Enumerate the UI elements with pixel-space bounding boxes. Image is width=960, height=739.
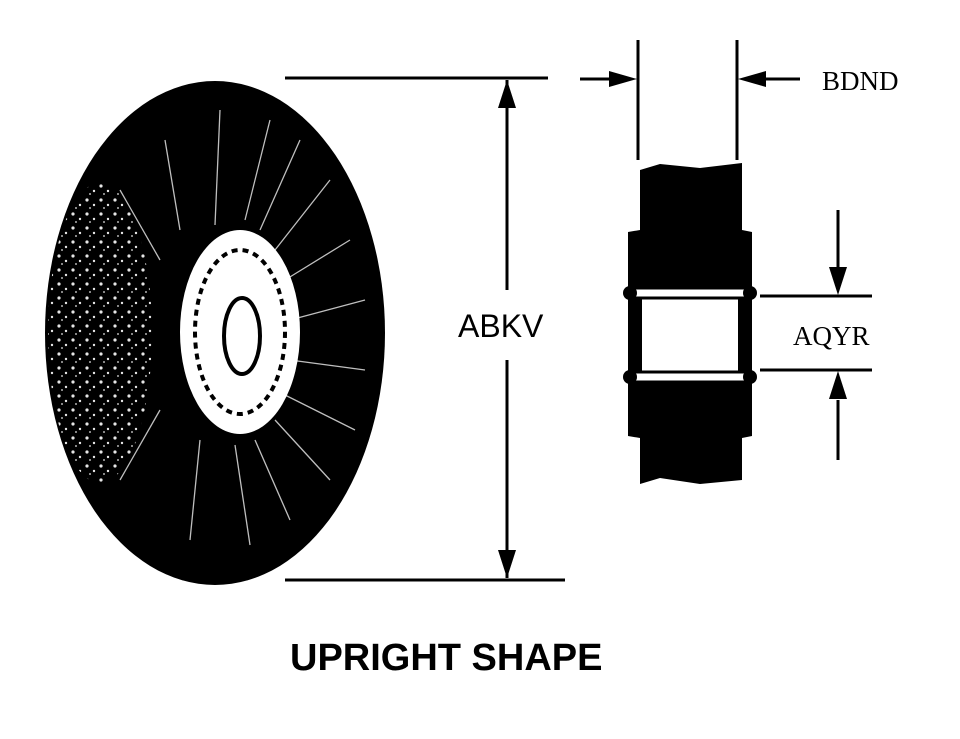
- face-width-dimension: [580, 40, 800, 160]
- face-width-label: BDND: [822, 66, 899, 96]
- wire-wheel-front-view: [45, 81, 385, 585]
- hub-bar-lower: [628, 370, 752, 384]
- arbor-hole: [222, 296, 262, 376]
- wheel-edge-texture: [48, 183, 152, 483]
- bristle-highlights: [119, 109, 366, 546]
- side-hub-right: [738, 292, 752, 376]
- hub-rope-ring: [193, 248, 287, 416]
- wire-wheel-side-view: [623, 163, 757, 484]
- arbor-hole-dimension: [760, 210, 872, 460]
- diameter-label: ABKV: [458, 308, 544, 344]
- hub-bar-upper: [628, 286, 752, 300]
- side-hub-left: [628, 292, 642, 376]
- side-bristle-lower: [628, 376, 752, 484]
- arbor-hole-label: AQYR: [793, 321, 870, 351]
- diagram-caption: UPRIGHT SHAPE: [290, 637, 602, 679]
- diameter-dimension: [285, 76, 565, 582]
- side-bristle-upper: [628, 163, 752, 292]
